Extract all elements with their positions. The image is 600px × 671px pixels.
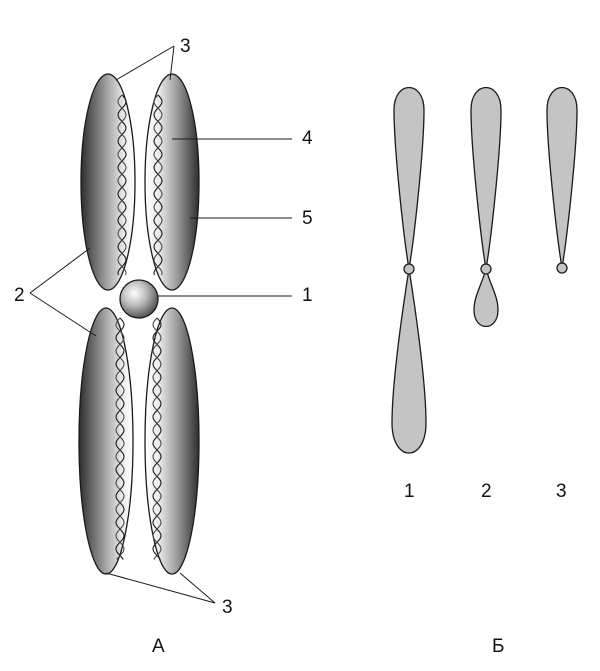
leader-chromatid-lower: [29, 292, 97, 337]
leader-telomere-top-left: [115, 45, 175, 81]
dna-thread-upper-left-strand-1: [117, 94, 127, 276]
leader-telomere-bottom-right: [179, 572, 216, 604]
label-dna-thread: 4: [302, 128, 313, 149]
chromatid-upper-left: [80, 73, 136, 291]
label-type-metacentric: 1: [404, 481, 415, 502]
dna-thread-lower-right-strand-1: [152, 317, 162, 560]
label-chromatid: 2: [14, 285, 25, 306]
dna-thread-upper-left-strand-2: [117, 94, 127, 276]
caption-panel-a: А: [152, 636, 165, 657]
chromatid-upper-right: [144, 73, 200, 291]
label-centromere: 1: [302, 285, 313, 306]
chromatid-lower-left: [78, 307, 134, 575]
leader-telomere-top-right: [169, 45, 175, 81]
label-telomere-top: 3: [180, 36, 191, 57]
acrocentric-centromere: [556, 262, 568, 274]
label-type-submetacentric: 2: [481, 481, 492, 502]
label-chromosome-envelope: 5: [302, 208, 313, 229]
dna-thread-upper-right-strand-2: [153, 94, 163, 276]
label-telomere-bottom: 3: [222, 597, 233, 618]
label-type-acrocentric: 3: [556, 481, 567, 502]
submetacentric-centromere: [480, 263, 492, 275]
dna-thread-lower-right-strand-2: [152, 317, 162, 560]
leader-chromatid-upper: [29, 247, 91, 294]
leader-telomere-bottom-left: [105, 572, 216, 604]
metacentric-centromere: [403, 263, 415, 275]
leader-lines: [29, 45, 292, 604]
dna-thread-upper-right-strand-1: [153, 94, 163, 276]
dna-thread-lower-left-strand-1: [115, 317, 125, 560]
chromosome-types: [391, 86, 578, 454]
caption-panel-b: Б: [492, 636, 505, 657]
dna-threads: [115, 94, 163, 560]
centromere-ball: [119, 279, 159, 319]
submetacentric-chromosome: [470, 86, 502, 327]
acrocentric-chromosome: [546, 86, 578, 269]
dna-thread-lower-left-strand-2: [115, 317, 125, 560]
chromatid-lower-right: [144, 307, 200, 575]
